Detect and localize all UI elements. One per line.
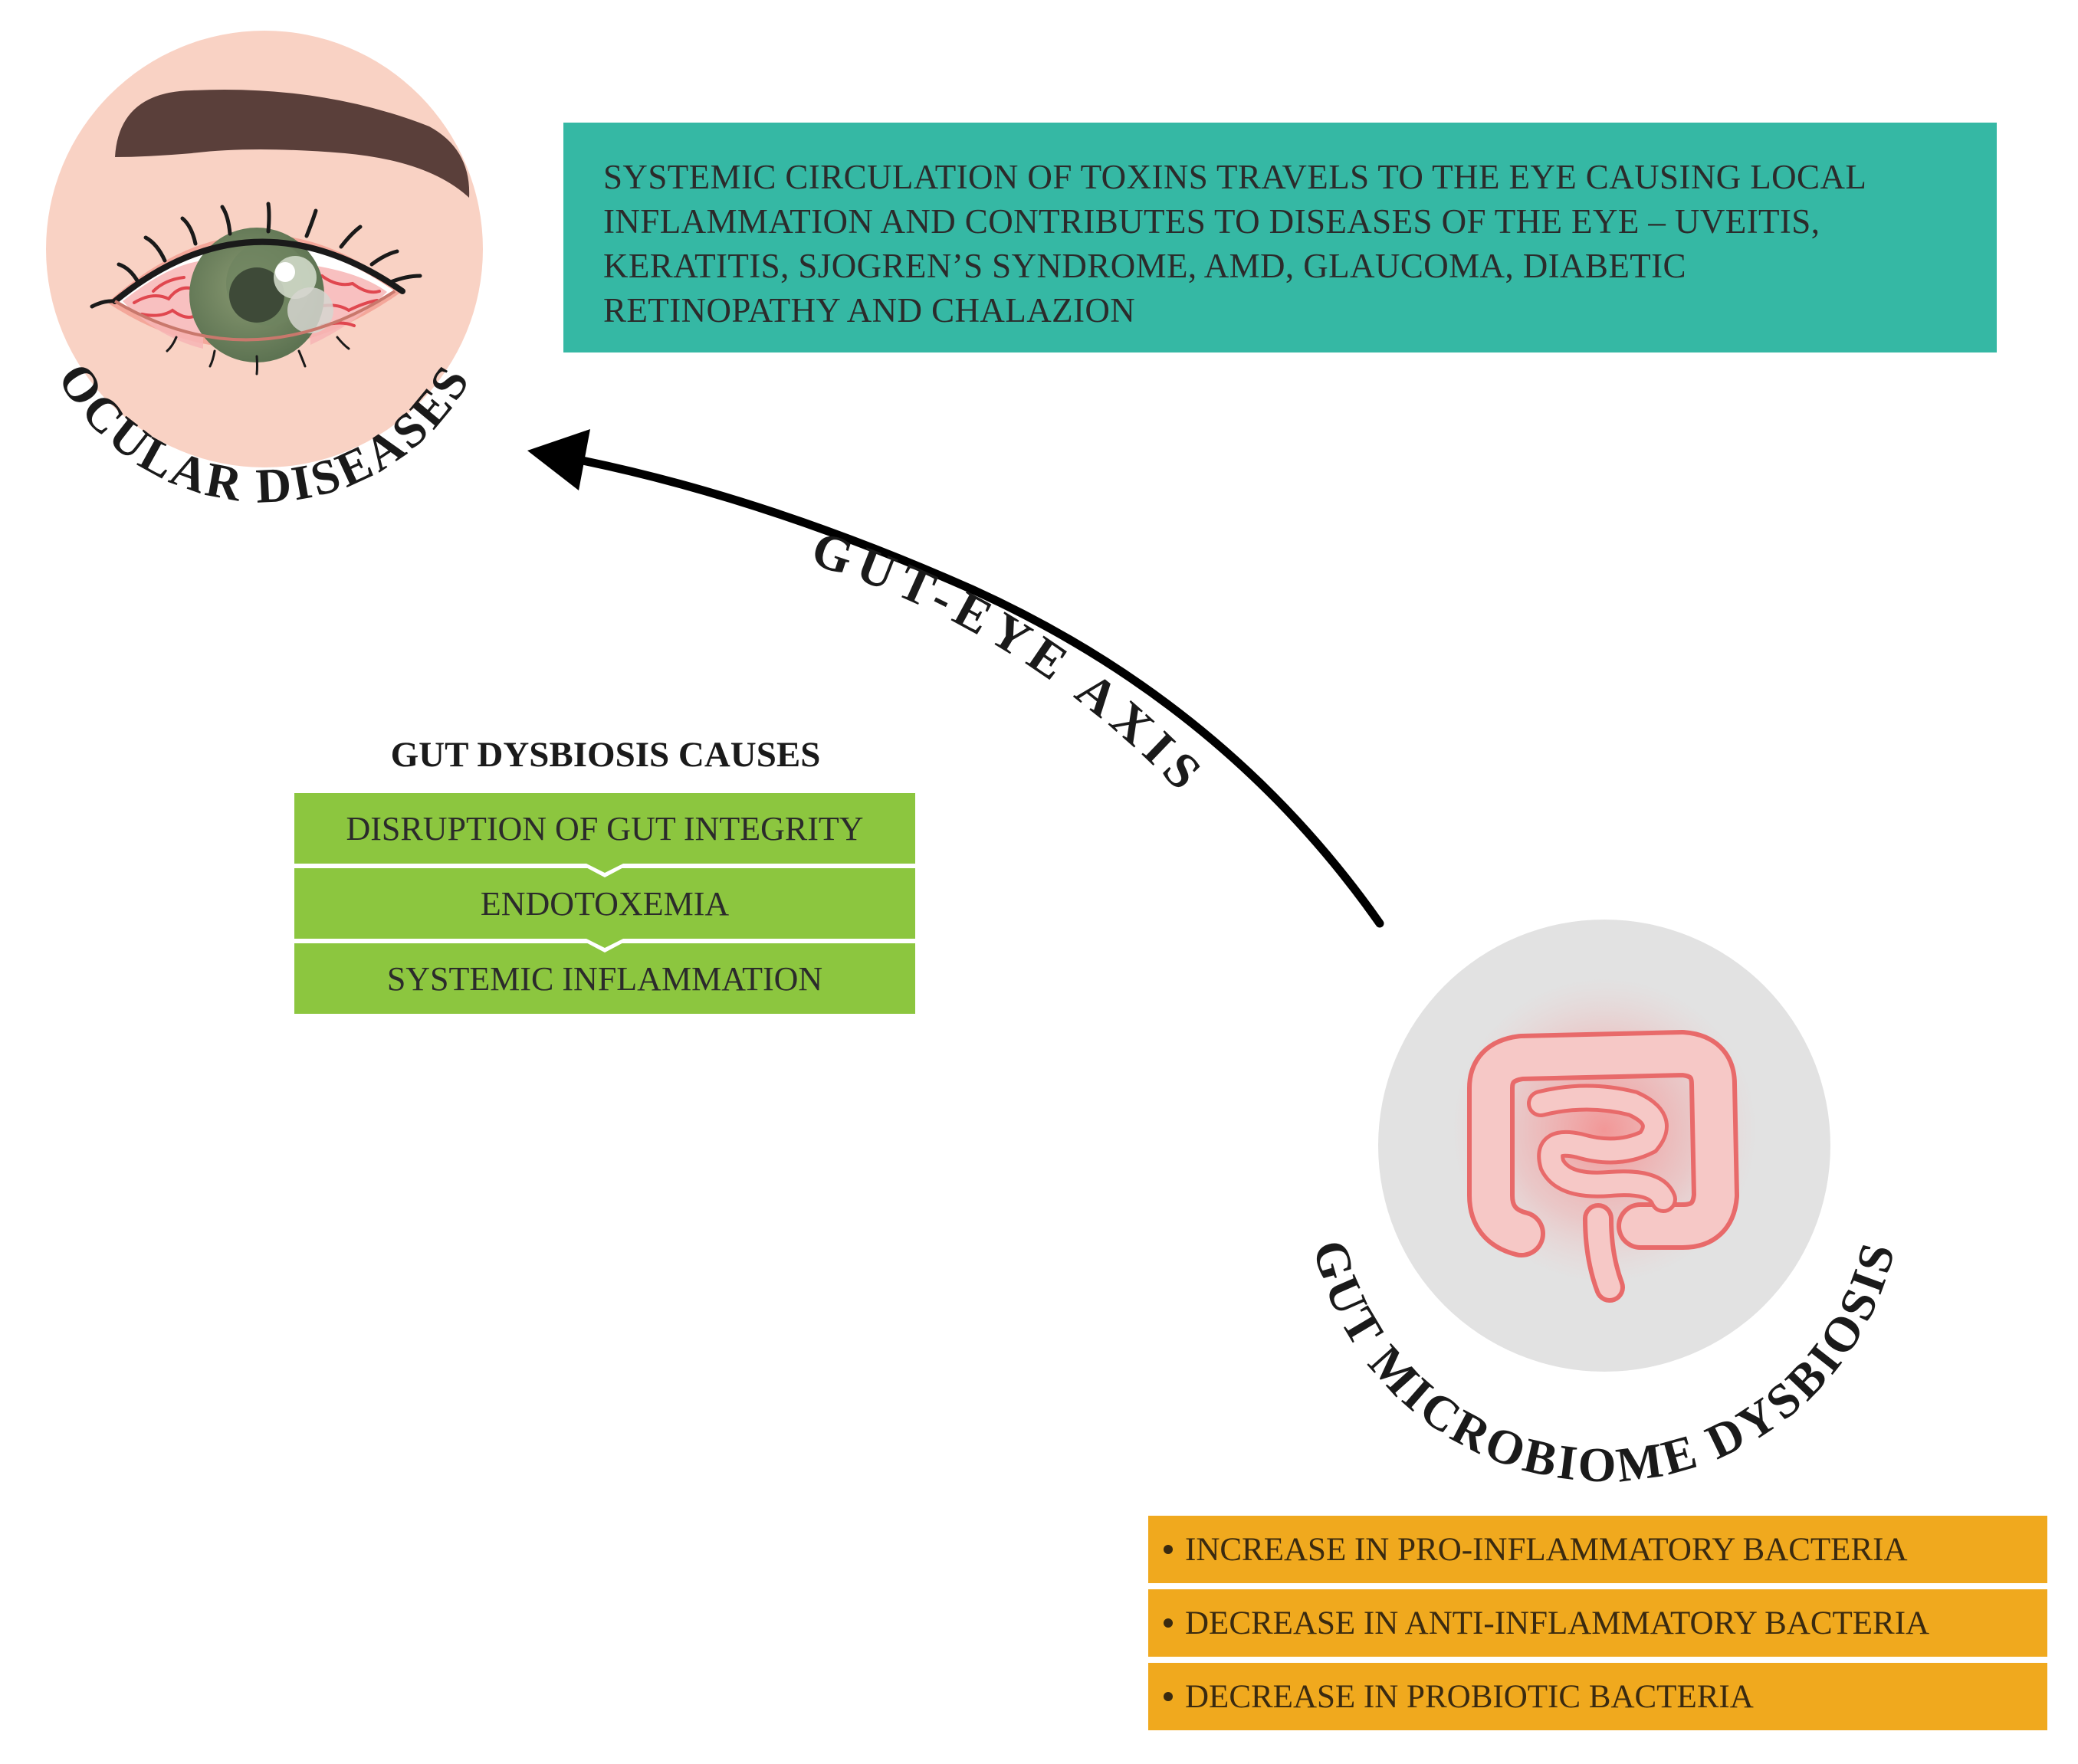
bacteria-item: INCREASE IN PRO-INFLAMMATORY BACTERIA [1148, 1516, 2047, 1583]
cause-item: ENDOTOXEMIA [294, 868, 915, 952]
cause-label: ENDOTOXEMIA [480, 884, 730, 923]
bacteria-label: DECREASE IN PROBIOTIC BACTERIA [1185, 1678, 1754, 1715]
bacteria-item: DECREASE IN PROBIOTIC BACTERIA [1148, 1663, 2047, 1730]
inflamed-intestines-icon [1378, 920, 1830, 1372]
bacteria-label: DECREASE IN ANTI-INFLAMMATORY BACTERIA [1185, 1605, 1930, 1641]
arrowhead-icon [527, 429, 590, 490]
systemic-circulation-info-box: SYSTEMIC CIRCULATION OF TOXINS TRAVELS T… [563, 123, 1997, 352]
red-inflamed-eye-icon [46, 31, 483, 467]
bullet-icon [1164, 1545, 1173, 1554]
bacteria-changes-list: INCREASE IN PRO-INFLAMMATORY BACTERIA DE… [1148, 1516, 2047, 1736]
bacteria-label: INCREASE IN PRO-INFLAMMATORY BACTERIA [1185, 1531, 1908, 1568]
cause-item: SYSTEMIC INFLAMMATION [294, 943, 915, 1014]
gut-dysbiosis-causes-title: GUT DYSBIOSIS CAUSES [390, 735, 821, 775]
gut-dysbiosis-causes-list: DISRUPTION OF GUT INTEGRITY ENDOTOXEMIA … [294, 793, 915, 1018]
bacteria-item: DECREASE IN ANTI-INFLAMMATORY BACTERIA [1148, 1589, 2047, 1657]
info-line: RETINOPATHY AND CHALAZION [603, 291, 1136, 330]
bullet-icon [1164, 1618, 1173, 1628]
info-line: KERATITIS, SJOGREN’S SYNDROME, AMD, GLAU… [603, 247, 1686, 285]
info-line: INFLAMMATION AND CONTRIBUTES TO DISEASES… [603, 202, 1820, 241]
gut-eye-axis-arrow [527, 429, 1384, 928]
info-line: SYSTEMIC CIRCULATION OF TOXINS TRAVELS T… [603, 158, 1867, 196]
cause-label: SYSTEMIC INFLAMMATION [386, 959, 823, 998]
cause-label: DISRUPTION OF GUT INTEGRITY [346, 809, 864, 848]
cause-item: DISRUPTION OF GUT INTEGRITY [294, 793, 915, 877]
bullet-icon [1164, 1692, 1173, 1701]
